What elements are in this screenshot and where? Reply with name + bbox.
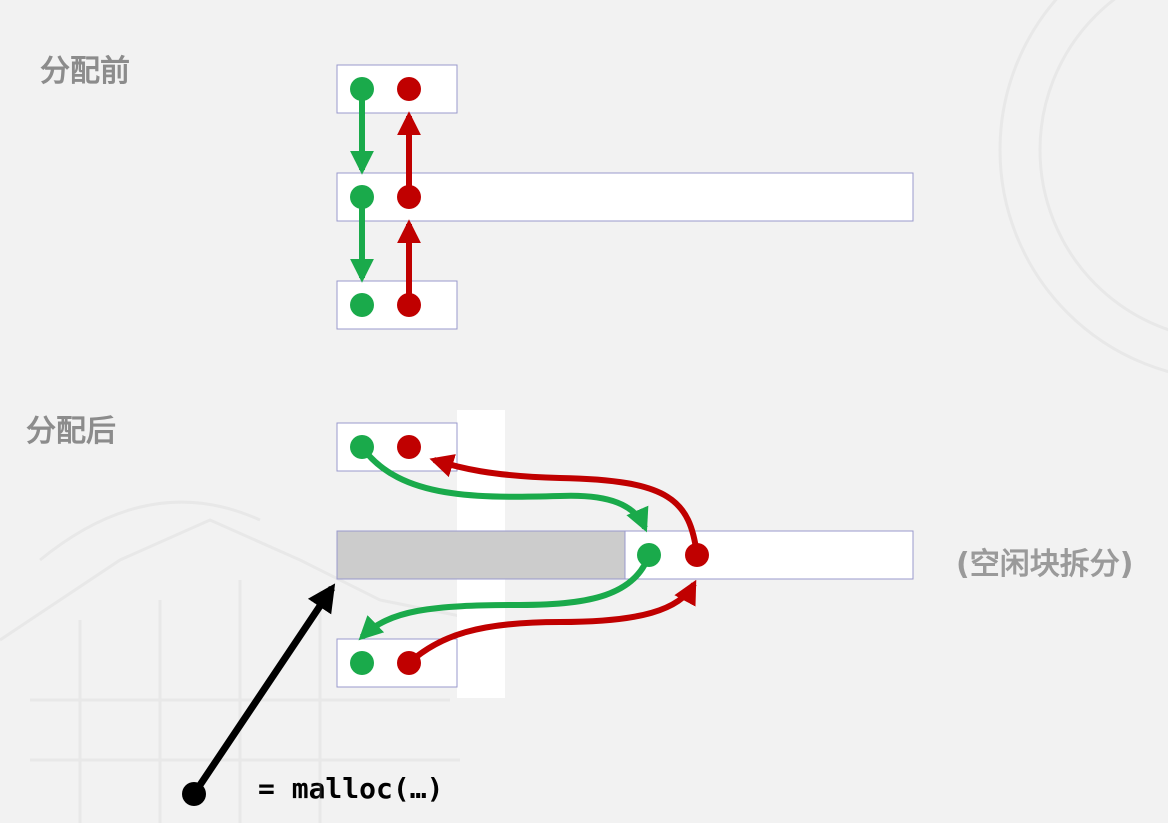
after-allocation-label: 分配后 [26,414,116,449]
allocated-portion [336,530,626,580]
next-pointer-arrow [359,445,649,533]
before-allocation-section [336,64,914,330]
malloc-return-pointer-arrow [191,583,336,796]
after-allocation-section [182,410,914,806]
next-pointer-dot [350,185,374,209]
next-pointer-dot [637,543,661,567]
next-pointer-dot [350,293,374,317]
next-pointer-dot [350,651,374,675]
free-block-middle [336,172,914,222]
next-pointer-dot [350,77,374,101]
next-pointer-arrow [358,553,652,641]
malloc-pointer-dot [182,782,206,806]
free-block-split-note: (空闲块拆分) [956,547,1134,582]
prev-pointer-dot [397,293,421,317]
prev-pointer-dot [397,77,421,101]
malloc-call-label: = malloc(…) [258,772,444,805]
next-pointer-dot [350,435,374,459]
prev-pointer-dot [685,543,709,567]
prev-pointer-dot [397,185,421,209]
prev-pointer-dot [397,435,421,459]
prev-pointer-arrow [429,454,700,556]
before-allocation-label: 分配前 [40,54,130,89]
prev-pointer-dot [397,651,421,675]
prev-pointer-arrow [406,579,697,666]
